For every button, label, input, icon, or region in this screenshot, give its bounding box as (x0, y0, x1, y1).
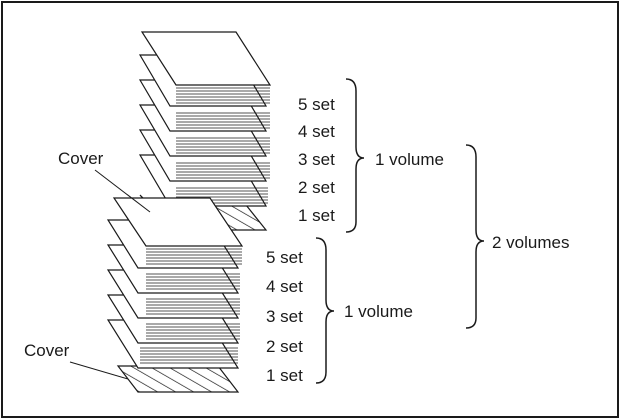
lower-volume-brace (315, 237, 335, 384)
total-volumes-brace (465, 144, 485, 329)
lower-cover-leader (69, 361, 129, 380)
lower-top-sheet (112, 197, 244, 247)
upper-cover-leader (94, 169, 151, 213)
lower-stack (106, 197, 244, 393)
upper-set-labels: 5 set 4 set 3 set 2 set 1 set (298, 95, 335, 225)
upper-set-label: 1 set (298, 206, 335, 225)
lower-set-label: 2 set (266, 337, 303, 356)
upper-stack (138, 31, 272, 231)
lower-volume-label: 1 volume (344, 302, 413, 321)
lower-cover-label: Cover (24, 341, 70, 360)
lower-set-label: 5 set (266, 248, 303, 267)
upper-set-label: 2 set (298, 178, 335, 197)
upper-top-sheet (140, 31, 272, 86)
lower-set-label: 4 set (266, 277, 303, 296)
total-volumes-label: 2 volumes (492, 233, 569, 252)
upper-cover-label: Cover (58, 149, 104, 168)
upper-volume-brace (345, 78, 365, 233)
lower-cover (116, 365, 240, 393)
upper-set-label: 3 set (298, 150, 335, 169)
lower-set-label: 3 set (266, 307, 303, 326)
upper-volume-label: 1 volume (375, 150, 444, 169)
lower-set-label: 1 set (266, 366, 303, 385)
upper-set-label: 5 set (298, 95, 335, 114)
lower-set-labels: 5 set 4 set 3 set 2 set 1 set (266, 248, 303, 385)
upper-set-label: 4 set (298, 122, 335, 141)
